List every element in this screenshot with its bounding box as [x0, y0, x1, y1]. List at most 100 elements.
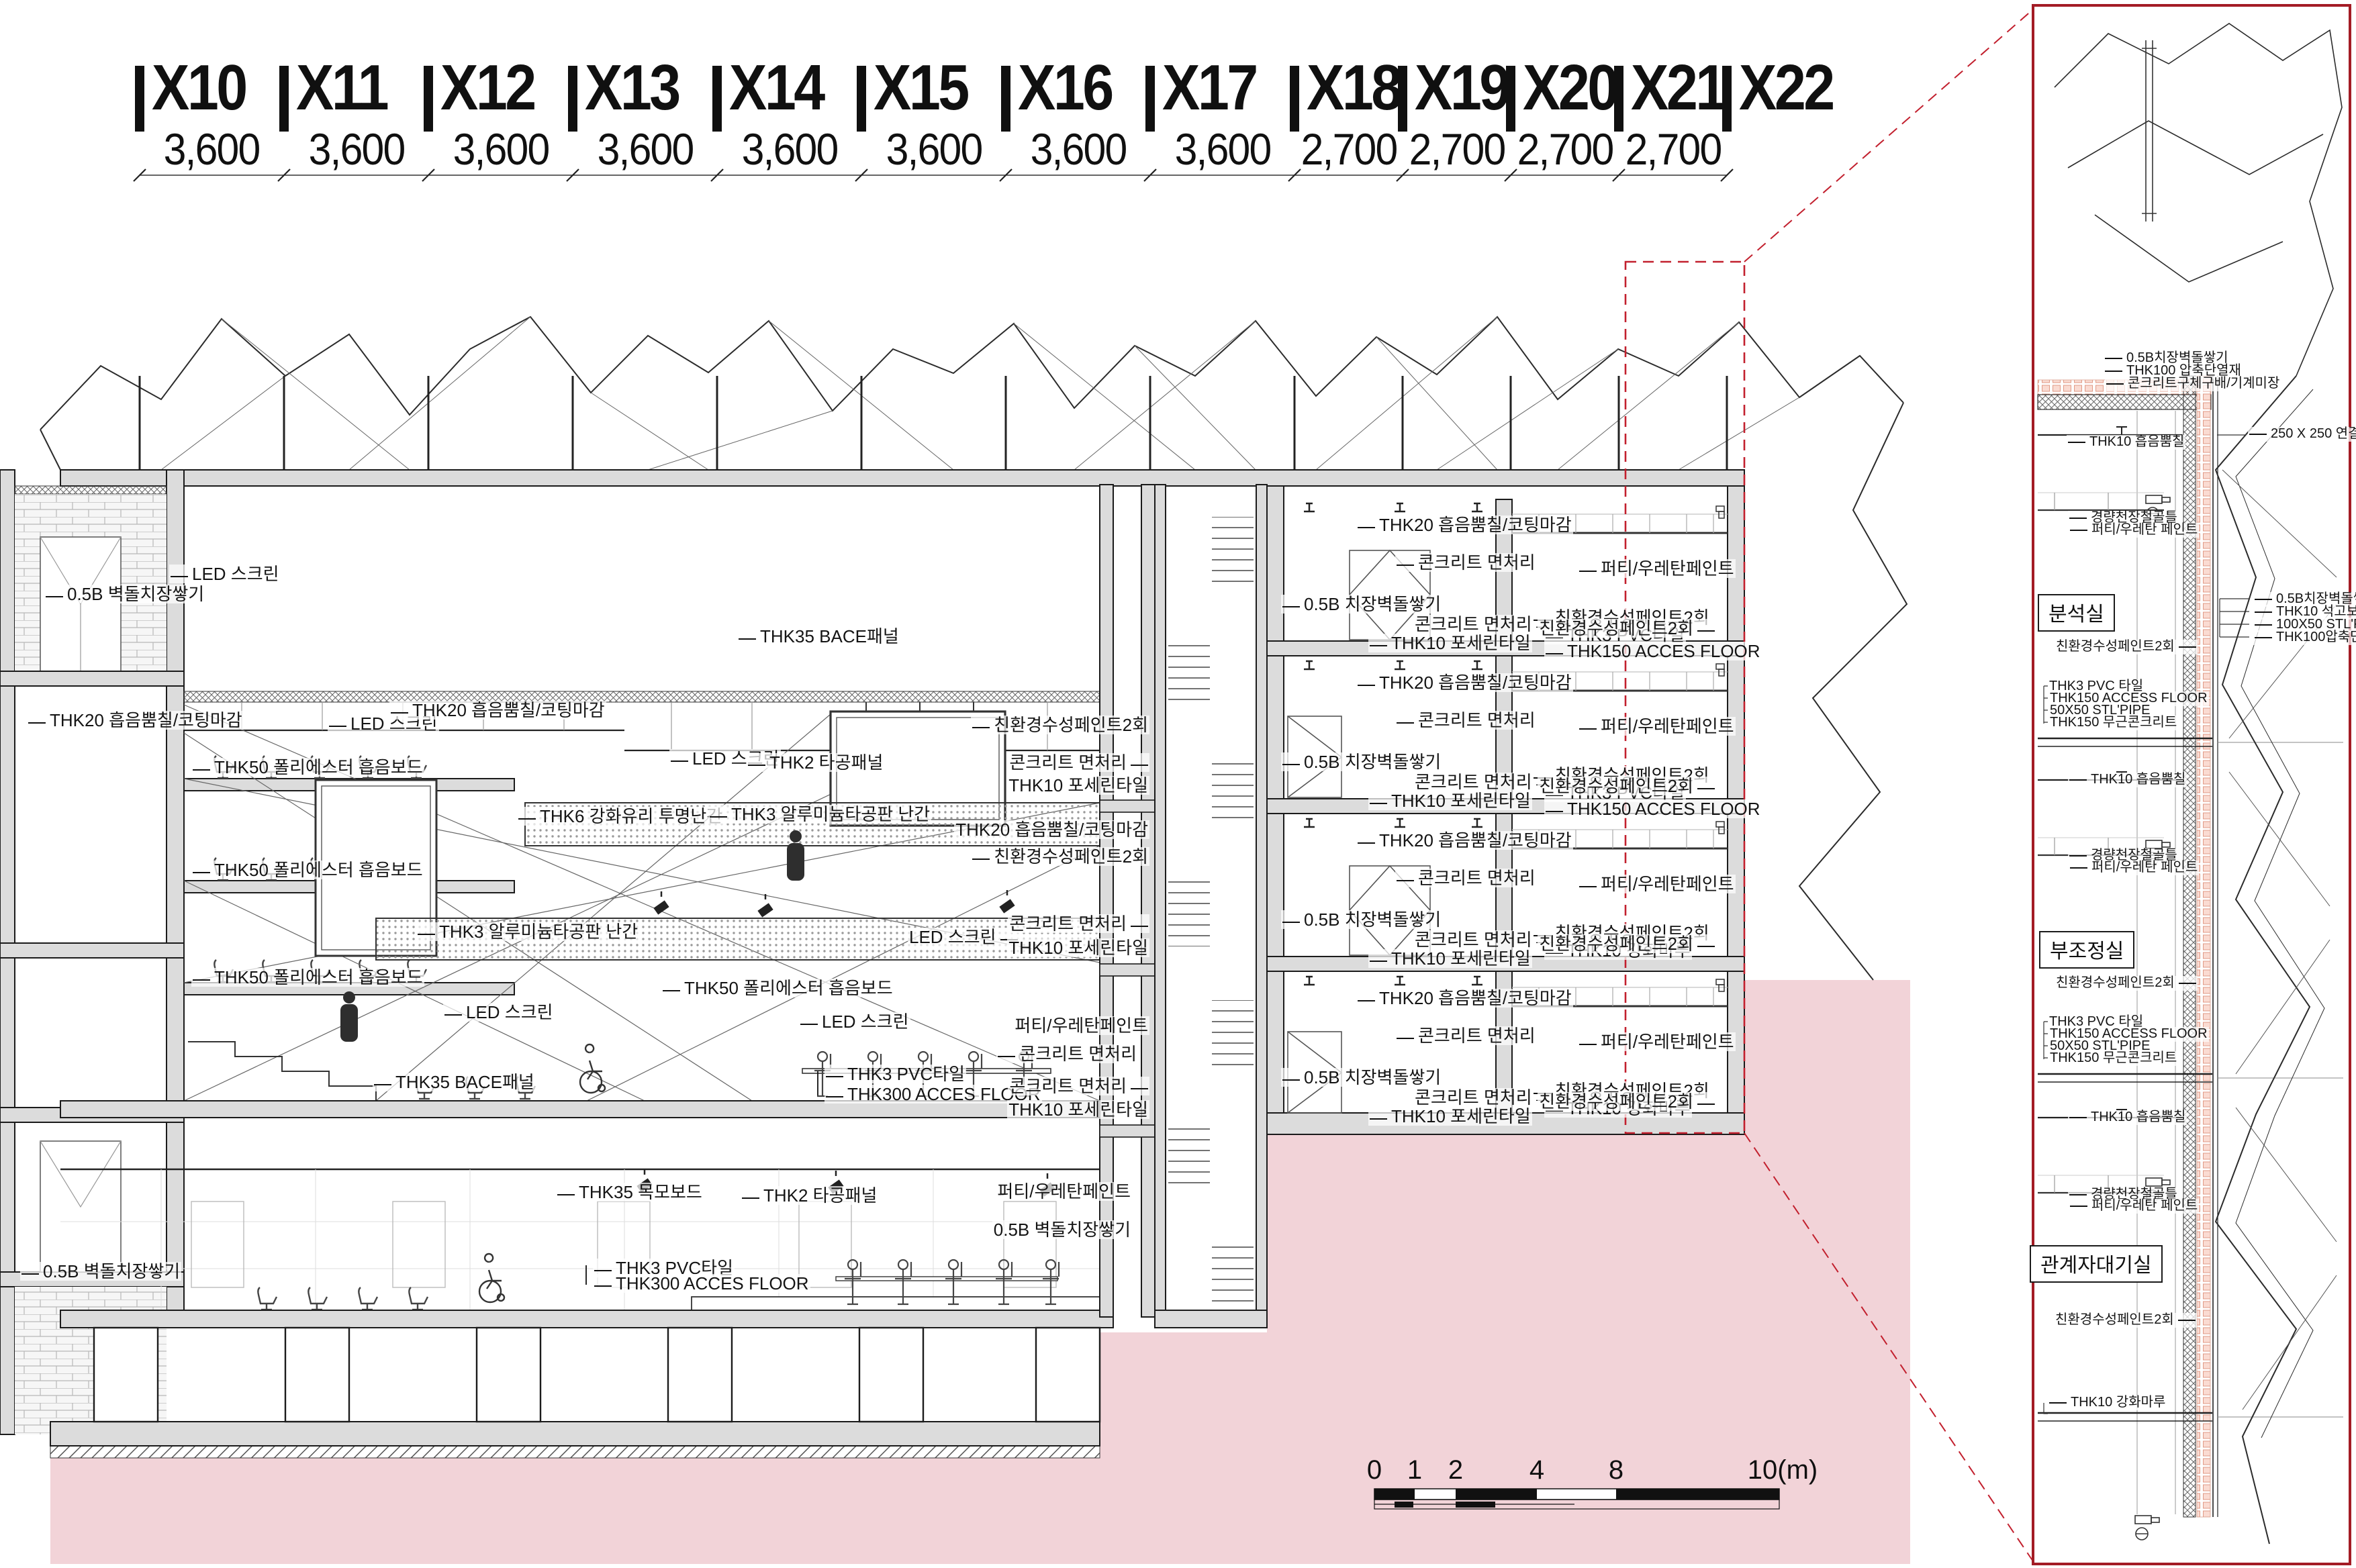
grid-dimension: 3,600 [308, 124, 406, 174]
grid-axis-label-X20: X20 [1523, 52, 1619, 124]
annotation-label: THK35 BACE패널 [373, 1073, 536, 1091]
annotation-label: 콘크리트 면처리 [1395, 869, 1537, 887]
grid-tick-X10 [135, 66, 144, 132]
scale-mark: 8 [1608, 1455, 1624, 1485]
annotation-label: LED 스크린 [799, 1012, 910, 1031]
annotation-label: 0.5B 벽돌치장쌓기 [992, 1220, 1132, 1240]
annotation-label: 콘크리트 면처리 [1413, 930, 1555, 949]
annotation-label: 콘크리트 면처리 [1413, 1088, 1555, 1107]
annotation-label: 콘크리트 면처리 [1395, 553, 1537, 572]
detail-annotation-label: THK150 ACCESS FLOOR [2048, 691, 2209, 706]
annotation-label: THK10 포세린타일 [1368, 1107, 1532, 1126]
detail-annotation-label: THK3 PVC 타일 [2048, 679, 2145, 694]
detail-annotation-label: THK10 강화마루 [2048, 1395, 2167, 1410]
grid-axis-label-X10: X10 [152, 52, 248, 124]
annotation-label: 퍼티/우레탄페인트 [1013, 1016, 1149, 1036]
grid-axis-label-X16: X16 [1018, 52, 1114, 124]
annotation-label: THK35 BACE패널 [737, 627, 900, 646]
grid-dimension: 3,600 [741, 124, 839, 174]
detail-annotation-label: 친환경수성페인트2회 [2055, 975, 2198, 991]
annotation-label: 0.5B 치장벽돌쌓기 [1281, 910, 1443, 929]
detail-annotation-label: 콘크리트구체구배/기계미장 [2105, 376, 2281, 391]
annotation-label: 콘크리트 면처리 [1008, 753, 1149, 772]
annotation-label: THK10 포세린타일 [1368, 949, 1532, 968]
detail-annotation-label: THK150 무근콘크리트 [2048, 715, 2179, 730]
detail-annotation-label: THK10 흡음뿜칠 [2067, 434, 2186, 450]
grid-axis-label-X18: X18 [1307, 52, 1403, 124]
grid-axis-label-X17: X17 [1162, 52, 1258, 124]
grid-tick-X19 [1398, 66, 1407, 132]
annotation-label: LED 스크린 [169, 565, 281, 583]
room-title-1: 부조정실 [2039, 931, 2135, 969]
annotation-label: 0.5B 치장벽돌쌓기 [1281, 595, 1443, 614]
grid-axis-label-X12: X12 [440, 52, 536, 124]
grid-axis-label-X19: X19 [1415, 52, 1511, 124]
scale-mark: 4 [1529, 1455, 1545, 1485]
annotation-label: THK50 폴리에스터 흡음보드 [661, 979, 894, 997]
annotation-label: LED 스크린 [908, 928, 1019, 946]
annotation-label: 퍼티/우레탄페인트 [1578, 559, 1736, 578]
grid-dimension: 2,700 [1625, 124, 1723, 174]
grid-tick-X11 [279, 66, 289, 132]
detail-annotation-label: 50X50 STL'PIPE [2048, 703, 2152, 718]
annotation-label: THK6 강화유리 투명난간 [517, 807, 724, 826]
annotation-label: THK35 목모보드 [556, 1183, 704, 1202]
annotation-label: 퍼티/우레탄페인트 [996, 1181, 1132, 1202]
annotation-label: 0.5B 치장벽돌쌓기 [1281, 1068, 1443, 1087]
annotation-label: 콘크리트 면처리 [1395, 1026, 1537, 1045]
annotation-label: 콘크리트 면처리 [1395, 711, 1537, 730]
annotation-label: LED 스크린 [443, 1003, 555, 1022]
annotation-label: THK50 폴리에스터 흡음보드 [191, 758, 424, 777]
grid-dimension: 3,600 [1174, 124, 1272, 174]
annotation-label: 0.5B 치장벽돌쌓기 [1281, 752, 1443, 771]
annotation-label: 콘크리트 면처리 [1413, 773, 1555, 791]
detail-annotation-label: 0.5B치장벽돌쌓기 [2253, 591, 2356, 607]
annotation-label: THK10 포세린타일 [1368, 634, 1532, 652]
scale-mark: 1 [1407, 1455, 1423, 1485]
annotation-label: 퍼티/우레탄페인트 [1578, 875, 1736, 893]
annotation-label: THK2 타공패널 [747, 753, 885, 772]
annotation-label: THK10 포세린타일 [1007, 938, 1149, 958]
grid-tick-X13 [568, 66, 577, 132]
grid-dimension: 3,600 [453, 124, 551, 174]
annotation-label: THK50 폴리에스터 흡음보드 [191, 968, 424, 987]
grid-tick-X21 [1614, 66, 1623, 132]
annotation-label: 친환경수성페인트2회 [1538, 1092, 1716, 1111]
grid-dimension: 3,600 [163, 124, 261, 174]
detail-annotation-label: THK150 ACCESS FLOOR [2048, 1026, 2209, 1042]
detail-annotation-label: 0.5B치장벽돌쌓기 [2104, 350, 2230, 366]
annotation-label: THK150 ACCES FLOOR [1544, 642, 1762, 660]
detail-annotation-label: THK100 압축단열재 [2104, 363, 2243, 379]
annotation-label: 0.5B 벽돌치장쌓기 [20, 1262, 182, 1281]
annotation-label: 콘크리트 면처리 [1008, 1077, 1149, 1095]
room-title-2: 관계자대기실 [2030, 1245, 2163, 1283]
detail-annotation-label: THK10 흡음뿜칠 [2068, 772, 2187, 787]
annotation-label: THK150 ACCES FLOOR [1544, 799, 1762, 818]
detail-annotation-label: 친환경수성페인트2회 [2055, 639, 2198, 654]
annotation-label: THK20 흡음뿜칠/코팅마감 [389, 701, 606, 720]
grid-tick-X14 [712, 66, 722, 132]
detail-annotation-label: 100X50 STL'PIPE [2253, 617, 2356, 632]
annotation-label: THK20 흡음뿜칠/코팅마감 [954, 820, 1149, 840]
room-title-0: 분석실 [2038, 594, 2115, 632]
grid-tick-X15 [857, 66, 866, 132]
annotation-label: THK3 알루미늄타공판 난간 [416, 922, 640, 941]
grid-tick-X20 [1506, 66, 1515, 132]
annotation-label: 콘크리트 면처리 [1008, 914, 1149, 933]
annotation-label: THK20 흡음뿜칠/코팅마감 [27, 711, 244, 730]
grid-dimension: 3,600 [886, 124, 984, 174]
grid-axis-label-X21: X21 [1631, 52, 1727, 124]
annotation-label: THK2 타공패널 [741, 1186, 879, 1205]
annotation-label: LED 스크린 [669, 749, 781, 768]
annotation-label: 퍼티/우레탄페인트 [1578, 717, 1736, 736]
grid-dimension: 2,700 [1517, 124, 1615, 174]
grid-axis-label-X22: X22 [1739, 52, 1835, 124]
scale-mark: 0 [1366, 1455, 1382, 1485]
annotation-label: 0.5B 벽돌치장쌓기 [44, 585, 206, 603]
grid-tick-X12 [424, 66, 433, 132]
grid-tick-X16 [1001, 66, 1010, 132]
detail-annotation-label: 퍼티/우레탄 페인트 [2069, 522, 2200, 538]
scale-mark: 2 [1448, 1455, 1464, 1485]
